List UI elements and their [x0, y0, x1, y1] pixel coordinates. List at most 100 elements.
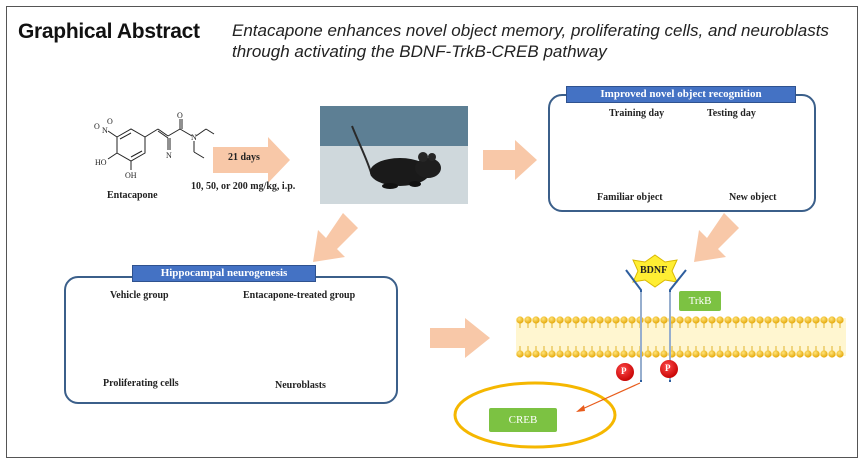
lipid-head	[764, 316, 772, 324]
lipid-head	[740, 350, 748, 358]
oh-label: OH	[125, 171, 137, 180]
lipid-head	[644, 316, 652, 324]
nitro-o-label: O	[94, 122, 100, 131]
nitro-n-label: N	[102, 126, 108, 135]
lipid-head	[796, 350, 804, 358]
lipid-head	[620, 316, 628, 324]
nitro-o2-label: O	[107, 117, 113, 126]
dose-label: 10, 50, or 200 mg/kg, i.p.	[191, 181, 296, 192]
lipid-head	[796, 316, 804, 324]
lipid-head	[812, 350, 820, 358]
lipid-head	[612, 316, 620, 324]
lipid-head	[628, 350, 636, 358]
proliferating-label: Proliferating cells	[103, 378, 179, 389]
lipid-head	[820, 350, 828, 358]
lipid-head	[700, 350, 708, 358]
neurogenesis-title: Hippocampal neurogenesis	[132, 265, 316, 282]
lipid-head	[604, 316, 612, 324]
neurogenesis-box	[64, 276, 398, 404]
trkb-pill: TrkB	[679, 291, 721, 311]
lipid-head	[596, 350, 604, 358]
creb-ring	[453, 381, 617, 449]
cell-membrane	[516, 316, 846, 358]
lipid-head	[620, 350, 628, 358]
lipid-head	[524, 316, 532, 324]
lipid-head	[708, 316, 716, 324]
arrow-neurogenesis-to-pathway	[430, 318, 490, 358]
lipid-head	[692, 350, 700, 358]
lipid-head	[828, 316, 836, 324]
lipid-head	[692, 316, 700, 324]
arrow-to-recognition	[483, 140, 537, 180]
lipid-head	[780, 350, 788, 358]
arrow-to-pathway	[694, 213, 739, 262]
creb-pill: CREB	[489, 408, 557, 432]
lipid-head	[556, 350, 564, 358]
testing-day-label: Testing day	[707, 108, 756, 119]
mouse-photo	[320, 106, 468, 204]
phospho-left	[616, 363, 634, 381]
lipid-head	[548, 316, 556, 324]
page-subtitle: Entacapone enhances novel object memory,…	[232, 21, 829, 61]
arrow-to-neurogenesis	[313, 213, 358, 262]
lipid-head	[804, 350, 812, 358]
bdnf-label: BDNF	[640, 265, 668, 276]
lipid-head	[732, 350, 740, 358]
lipid-head	[684, 316, 692, 324]
amide-n-label: N	[191, 133, 197, 142]
lipid-head	[788, 350, 796, 358]
lipid-head	[564, 316, 572, 324]
neuroblasts-label: Neuroblasts	[275, 380, 326, 391]
lipid-head	[572, 316, 580, 324]
lipid-head	[716, 316, 724, 324]
lipid-head	[836, 316, 844, 324]
lipid-head	[588, 316, 596, 324]
phospho-right	[660, 360, 678, 378]
lipid-head	[732, 316, 740, 324]
lipid-head	[612, 350, 620, 358]
vehicle-group-label: Vehicle group	[110, 290, 169, 301]
lipid-head	[780, 316, 788, 324]
lipid-head	[524, 350, 532, 358]
lipid-head	[716, 350, 724, 358]
lipid-head	[556, 316, 564, 324]
lipid-head	[588, 350, 596, 358]
lipid-head	[804, 316, 812, 324]
lipid-head	[772, 316, 780, 324]
lipid-head	[532, 350, 540, 358]
lipid-head	[564, 350, 572, 358]
duration-label: 21 days	[228, 152, 260, 163]
lipid-head	[604, 350, 612, 358]
lipid-head	[812, 316, 820, 324]
new-object-label: New object	[729, 192, 777, 203]
entacapone-structure	[107, 119, 215, 170]
lipid-head	[756, 350, 764, 358]
lipid-head	[516, 350, 524, 358]
page-title: Graphical Abstract	[18, 20, 200, 43]
lipid-head	[652, 350, 660, 358]
arrow-21-days	[213, 137, 290, 183]
lipid-head	[684, 350, 692, 358]
lipid-head	[788, 316, 796, 324]
familiar-object-label: Familiar object	[597, 192, 663, 203]
lipid-head	[644, 350, 652, 358]
lipid-head	[580, 316, 588, 324]
lipid-head	[836, 350, 844, 358]
lipid-head	[516, 316, 524, 324]
lipid-head	[572, 350, 580, 358]
bdnf-star	[632, 254, 678, 288]
training-day-label: Training day	[609, 108, 665, 119]
lipid-head	[540, 316, 548, 324]
lipid-head	[724, 316, 732, 324]
recognition-title: Improved novel object recognition	[566, 86, 796, 103]
signal-arrowhead	[576, 405, 585, 412]
lipid-head	[772, 350, 780, 358]
phospho-right-label: P	[665, 363, 671, 373]
lipid-head	[828, 350, 836, 358]
treated-group-label: Entacapone-treated group	[243, 290, 356, 301]
lipid-head	[724, 350, 732, 358]
lipid-head	[548, 350, 556, 358]
lipid-head	[708, 350, 716, 358]
lipid-head	[580, 350, 588, 358]
lipid-head	[748, 350, 756, 358]
